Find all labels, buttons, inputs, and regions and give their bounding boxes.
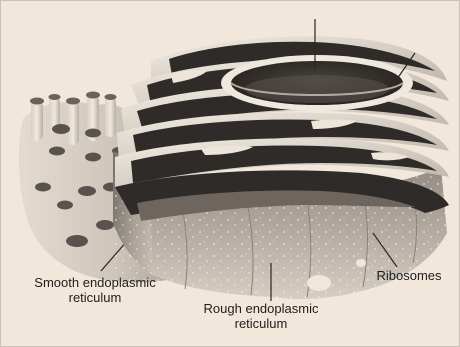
rough-er-stack xyxy=(113,19,449,301)
label-smooth-er: Smooth endoplasmicreticulum xyxy=(9,275,181,305)
label-ribosomes: Ribosomes xyxy=(367,268,451,283)
label-rough-er: Rough endoplasmicreticulum xyxy=(191,301,331,331)
